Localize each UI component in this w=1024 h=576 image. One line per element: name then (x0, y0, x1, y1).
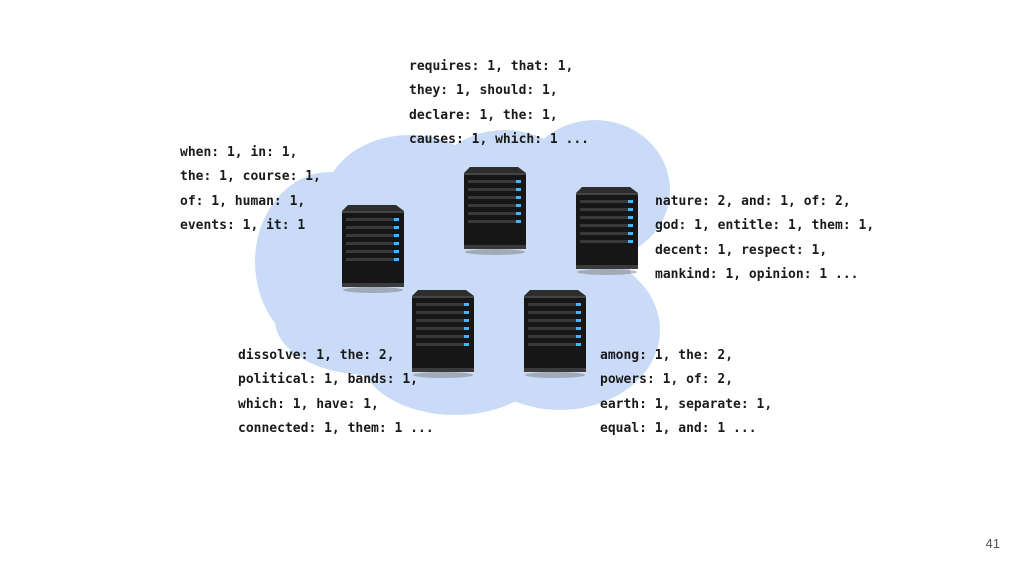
word-count-line: political: 1, bands: 1, (238, 372, 419, 388)
word-count-line: declare: 1, the: 1, (409, 107, 558, 123)
server-bottom-right-icon (524, 290, 586, 378)
word-count-line: decent: 1, respect: 1, (655, 242, 828, 258)
word-count-line: requires: 1, that: 1, (409, 59, 574, 74)
word-count-line: god: 1, entitle: 1, them: 1, (655, 218, 875, 234)
server-bottom-left-icon (412, 290, 474, 378)
word-count-line: among: 1, the: 2, (600, 348, 734, 363)
word-count-line: which: 1, have: 1, (238, 396, 379, 412)
word-count-line: mankind: 1, opinion: 1 ... (655, 267, 859, 283)
word-count-line: when: 1, in: 1, (180, 145, 298, 160)
server-top-center-icon (464, 167, 526, 255)
word-counts-bottom-right: among: 1, the: 2, powers: 1, of: 2, earth:… (600, 344, 772, 442)
word-count-line: powers: 1, of: 2, (600, 372, 734, 388)
word-counts-right: nature: 2, and: 1, of: 2, god: 1, entitle… (655, 190, 874, 288)
word-count-line: connected: 1, them: 1 ... (238, 421, 434, 437)
word-count-line: dissolve: 1, the: 2, (238, 348, 395, 363)
word-count-line: they: 1, should: 1, (409, 83, 558, 99)
server-top-left-icon (342, 205, 404, 293)
word-count-line: causes: 1, which: 1 ... (409, 132, 590, 148)
word-count-line: the: 1, course: 1, (180, 169, 321, 185)
word-count-line: events: 1, it: 1 (180, 218, 306, 234)
word-count-line: equal: 1, and: 1 ... (600, 421, 757, 437)
word-count-line: of: 1, human: 1, (180, 193, 306, 209)
page-number: 41 (985, 536, 1000, 551)
server-top-right-icon (576, 187, 638, 275)
word-count-line: nature: 2, and: 1, of: 2, (655, 194, 851, 209)
word-counts-left: when: 1, in: 1, the: 1, course: 1, of: 1, … (180, 141, 321, 239)
word-count-line: earth: 1, separate: 1, (600, 396, 773, 412)
word-counts-bottom-left: dissolve: 1, the: 2, political: 1, bands:… (238, 344, 434, 442)
word-counts-top: requires: 1, that: 1, they: 1, should: 1,… (409, 55, 589, 153)
